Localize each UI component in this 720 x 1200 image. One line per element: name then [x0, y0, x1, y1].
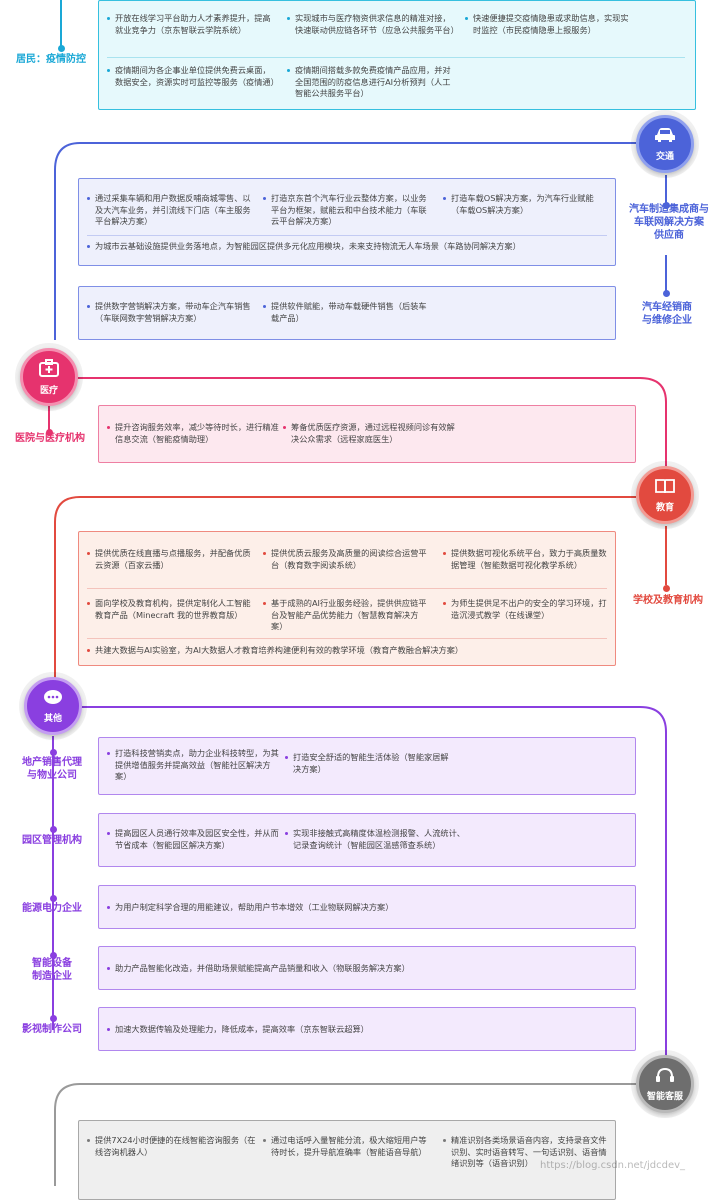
other-group-1-item-1: 打造科技营销卖点，助力企业科技转型，为其提供增值服务并提高效益（智能社区解决方案… [107, 748, 279, 783]
other-group-5-item-1: 加速大数据传输及处理能力，降低成本，提高效率（京东智联云超算） [107, 1024, 607, 1036]
other-dot-4 [50, 952, 57, 959]
other-group-1-item-2: 打造安全舒适的智能生活体验（智能家居解决方案） [285, 752, 455, 775]
other-group-4-label: 智能设备 制造企业 [32, 958, 72, 982]
education-item-5: 基于成熟的AI行业服务经验，提供供应链平台及智能产品优势能力（智慧教育解决方案） [263, 598, 429, 633]
education-divider-2 [87, 638, 607, 639]
education-item-3: 提供数据可视化系统平台，致力于高质量数据管理（智能数据可视化教学系统） [443, 548, 609, 571]
service-panel: 提供7X24小时便捷的在线智能咨询服务（在线咨询机器人） 通过电话呼入量智能分流… [78, 1120, 616, 1200]
medical-dot [46, 429, 53, 436]
service-item-3: 精准识别各类场景语音内容，支持录音文件识别、实时语音转写、一句话识别、语音情绪识… [443, 1135, 611, 1170]
book-icon [655, 478, 675, 498]
other-group-1-label: 地产销售代理 与物业公司 [22, 757, 82, 781]
traffic-item-4: 为城市云基础设施提供业务落地点，为智能园区提供多元化应用模块，未来支持物流无人车… [87, 241, 607, 253]
other-group-3-panel: 为用户制定科学合理的用能建议，帮助用户节本增效（工业物联网解决方案） [98, 885, 636, 929]
service-item-1: 提供7X24小时便捷的在线智能咨询服务（在线咨询机器人） [87, 1135, 257, 1158]
other-dot-5 [50, 1015, 57, 1022]
education-item-4: 面向学校及教育机构，提供定制化人工智能教育产品（Minecraft 我的世界教育… [87, 598, 253, 621]
car-icon [654, 127, 676, 147]
medical-node: 医疗 [20, 348, 78, 406]
other-group-4-item-1: 助力产品智能化改造，并借助场景赋能提高产品销量和收入（物联服务解决方案） [107, 963, 607, 975]
traffic-node: 交通 [636, 115, 694, 173]
education-item-6: 为师生提供足不出户的安全的学习环境，打造沉浸式教学（在线课堂） [443, 598, 609, 621]
traffic-dot-a [663, 202, 670, 209]
traffic-item-5: 提供数字营销解决方案，带动车企汽车销售（车联网数字营销解决方案） [87, 301, 255, 324]
epidemic-label: 居民：疫情防控 [16, 54, 86, 65]
epidemic-item-5: 疫情期间搭载多款免费疫情产品应用，并对全国范围的防疫信息进行AI分析预判（人工智… [287, 65, 457, 100]
epidemic-item-3: 快速便捷提交疫情隐患或求助信息，实现实时监控（市民疫情隐患上报服务） [465, 13, 635, 36]
other-group-3-label: 能源电力企业 [22, 903, 82, 914]
traffic-label-a: 汽车制造集成商与 车联网解决方案 供应商 [629, 204, 709, 241]
medical-kit-icon [39, 358, 59, 381]
traffic-panel-b: 提供数字营销解决方案，带动车企汽车销售（车联网数字营销解决方案） 提供软件赋能，… [78, 286, 616, 340]
epidemic-item-4: 疫情期间为各企事业单位提供免费云桌面，数据安全，资源实时可监控等服务（疫情通） [107, 65, 279, 88]
other-group-2-item-1: 提高园区人员通行效率及园区安全性，并从而节省成本（智能园区解决方案） [107, 828, 279, 851]
epidemic-item-2: 实现城市与医疗物资供求信息的精准对接，快速联动供应链各环节（应急公共服务平台） [287, 13, 459, 36]
traffic-item-1: 通过采集车辆和用户数据反哺商城零售、以及大汽车业务，并引流线下门店（车主服务平台… [87, 193, 255, 228]
education-item-1: 提供优质在线直播与点播服务，并配备优质云资源（百家云播） [87, 548, 253, 571]
watermark: https://blog.csdn.net/jdcdev_ [540, 1160, 686, 1171]
other-dot-3 [50, 895, 57, 902]
education-item-7: 共建大数据与AI实验室，为AI大数据人才教育培养构建便利有效的教学环境（教育产教… [87, 645, 607, 657]
medical-panel: 提升咨询服务效率，减少等待时长，进行精准信息交流（智能疫情助理） 筹备优质医疗资… [98, 405, 636, 463]
more-icon [43, 689, 63, 709]
traffic-item-6: 提供软件赋能，带动车载硬件销售（后装车载产品） [263, 301, 431, 324]
epidemic-item-1: 开放在线学习平台助力人才素养提升，提高就业竞争力（京东智联云学院系统） [107, 13, 277, 36]
other-group-4-panel: 助力产品智能化改造，并借助场景赋能提高产品销量和收入（物联服务解决方案） [98, 946, 636, 990]
education-item-2: 提供优质云服务及高质量的阅读综合运营平台（教育数字阅读系统） [263, 548, 429, 571]
headset-icon [655, 1067, 675, 1087]
traffic-panel-a: 通过采集车辆和用户数据反哺商城零售、以及大汽车业务，并引流线下门店（车主服务平台… [78, 178, 616, 266]
service-item-2: 通过电话呼入量智能分流，极大缩短用户等待时长，提升导航准确率（智能语音导航） [263, 1135, 433, 1158]
other-node: 其他 [24, 677, 82, 735]
education-label: 学校及教育机构 [633, 595, 703, 606]
education-node: 教育 [636, 466, 694, 524]
medical-item-1: 提升咨询服务效率，减少等待时长，进行精准信息交流（智能疫情助理） [107, 422, 279, 445]
traffic-label-b: 汽车经销商 与维修企业 [642, 302, 692, 326]
medical-node-label: 医疗 [39, 385, 58, 396]
other-dot-1 [50, 749, 57, 756]
epidemic-dot [58, 45, 65, 52]
other-group-2-panel: 提高园区人员通行效率及园区安全性，并从而节省成本（智能园区解决方案） 实现非接触… [98, 813, 636, 867]
medical-item-2: 筹备优质医疗资源，通过远程视频问诊有效解决公众需求（远程家庭医生） [283, 422, 455, 445]
other-group-1-panel: 打造科技营销卖点，助力企业科技转型，为其提供增值服务并提高效益（智能社区解决方案… [98, 737, 636, 795]
traffic-node-label: 交通 [655, 151, 674, 162]
traffic-item-2: 打造京东首个汽车行业云整体方案，以业务平台为框架，赋能云和中台技术能力（车联云平… [263, 193, 429, 228]
traffic-dot-b [663, 290, 670, 297]
other-group-5-panel: 加速大数据传输及处理能力，降低成本，提高效率（京东智联云超算） [98, 1007, 636, 1051]
other-group-2-item-2: 实现非接触式高精度体温检测报警、人流统计、记录查询统计（智能园区温感筛查系统） [285, 828, 465, 851]
education-divider-1 [87, 588, 607, 589]
education-panel: 提供优质在线直播与点播服务，并配备优质云资源（百家云播） 提供优质云服务及高质量… [78, 531, 616, 666]
other-node-label: 其他 [43, 713, 62, 724]
other-group-3-item-1: 为用户制定科学合理的用能建议，帮助用户节本增效（工业物联网解决方案） [107, 902, 607, 914]
education-node-label: 教育 [655, 502, 674, 513]
service-node-label: 智能客服 [646, 1091, 683, 1102]
other-dot-2 [50, 826, 57, 833]
service-node: 智能客服 [636, 1055, 694, 1113]
other-group-2-label: 园区管理机构 [22, 835, 82, 846]
education-dot [663, 585, 670, 592]
traffic-item-3: 打造车载OS解决方案，为汽车行业赋能（车载OS解决方案） [443, 193, 609, 216]
traffic-divider [87, 235, 607, 236]
epidemic-panel: 开放在线学习平台助力人才素养提升，提高就业竞争力（京东智联云学院系统） 实现城市… [98, 0, 696, 110]
epidemic-divider [107, 57, 685, 58]
other-group-5-label: 影视制作公司 [22, 1024, 82, 1035]
medical-label: 医院与医疗机构 [15, 433, 85, 444]
